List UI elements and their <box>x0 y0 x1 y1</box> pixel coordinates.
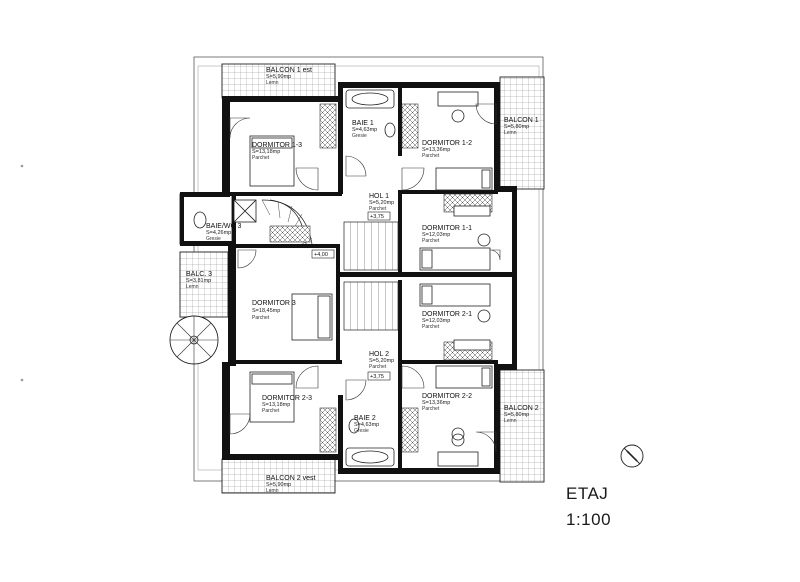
svg-text:Lemn: Lemn <box>266 80 279 86</box>
svg-text:Gresie: Gresie <box>206 236 221 242</box>
room-label-balcon-1-est: BALCON 1 est S=5,90mp Lemn <box>266 67 312 86</box>
svg-text:DORMITOR 1-3: DORMITOR 1-3 <box>252 142 302 149</box>
room-label-dormitor-2-2: DORMITOR 2-2 S=13,36mp Parchet <box>422 393 472 412</box>
svg-text:DORMITOR 1-2: DORMITOR 1-2 <box>422 140 472 147</box>
room-label-dormitor-2-3: DORMITOR 2-3 S=13,18mp Parchet <box>262 395 312 414</box>
svg-text:S=3,81mp: S=3,81mp <box>186 278 211 284</box>
svg-text:S=5,20mp: S=5,20mp <box>369 200 394 206</box>
svg-text:S=5,90mp: S=5,90mp <box>266 482 291 488</box>
bathroom-fixtures <box>193 89 396 467</box>
room-label-hol-1: HOL 1 S=5,20mp Parchet <box>369 193 394 212</box>
svg-text:S=12,03mp: S=12,03mp <box>422 232 450 238</box>
room-label-dormitor-3: DORMITOR 3 S=18,45mp Parchet <box>252 300 296 321</box>
svg-text:S=4,26mp: S=4,26mp <box>206 230 231 236</box>
room-label-dormitor-1-2: DORMITOR 1-2 S=13,36mp Parchet <box>422 140 472 159</box>
doors <box>229 103 501 453</box>
svg-text:Parchet: Parchet <box>422 238 440 244</box>
svg-text:BALCON 1 est: BALCON 1 est <box>266 67 312 74</box>
svg-text:BALCON 2 vest: BALCON 2 vest <box>266 475 315 482</box>
svg-text:BAIE 2: BAIE 2 <box>354 415 376 422</box>
svg-text:Lemn: Lemn <box>504 130 517 136</box>
room-label-balc-3: BALC. 3 S=3,81mp Lemn <box>186 271 212 290</box>
svg-text:S=13,18mp: S=13,18mp <box>262 402 290 408</box>
interior-stairs <box>261 199 399 331</box>
wardrobes <box>269 103 493 453</box>
svg-text:Gresie: Gresie <box>352 133 367 139</box>
level-hol-1: +3,75 <box>370 214 384 220</box>
room-labels: BALCON 1 est S=5,90mp Lemn DORMITOR 1-3 … <box>186 67 539 494</box>
furniture <box>249 91 493 467</box>
svg-text:HOL 2: HOL 2 <box>369 351 389 358</box>
svg-text:DORMITOR 2-1: DORMITOR 2-1 <box>422 311 472 318</box>
svg-text:Parchet: Parchet <box>369 206 387 212</box>
svg-text:S=5,80mp: S=5,80mp <box>504 124 529 130</box>
level-markers: +3,75 +4,00 +3,75 <box>311 211 391 381</box>
svg-text:Lemn: Lemn <box>504 418 517 424</box>
svg-text:Parchet: Parchet <box>422 406 440 412</box>
spiral-staircase <box>169 315 219 365</box>
room-label-balcon-1: BALCON 1 S=5,80mp Lemn <box>504 117 539 136</box>
svg-text:S=13,18mp: S=13,18mp <box>252 149 280 155</box>
svg-text:BAIE/WC 3: BAIE/WC 3 <box>206 223 242 230</box>
svg-text:S=5,80mp: S=5,80mp <box>504 412 529 418</box>
svg-text:DORMITOR 2-2: DORMITOR 2-2 <box>422 393 472 400</box>
room-label-balcon-2: BALCON 2 S=5,80mp Lemn <box>504 405 539 424</box>
svg-text:S=4,63mp: S=4,63mp <box>352 127 377 133</box>
room-label-balcon-2-vest: BALCON 2 vest S=5,90mp Lemn <box>266 475 315 494</box>
svg-text:BALCON 1: BALCON 1 <box>504 117 539 124</box>
svg-text:Parchet: Parchet <box>252 315 270 321</box>
margin-marks <box>20 164 24 382</box>
svg-text:S=18,45mp: S=18,45mp <box>252 308 280 314</box>
svg-text:Gresie: Gresie <box>354 428 369 434</box>
room-label-baie-2: BAIE 2 S=4,63mp Gresie <box>354 415 379 434</box>
svg-text:HOL 1: HOL 1 <box>369 193 389 200</box>
svg-text:Lemn: Lemn <box>266 488 279 494</box>
svg-text:S=5,90mp: S=5,90mp <box>266 74 291 80</box>
room-label-hol-2: HOL 2 S=5,20mp Parchet <box>369 351 394 370</box>
svg-text:Parchet: Parchet <box>262 408 280 414</box>
balconies <box>179 63 545 494</box>
room-label-dormitor-2-1: DORMITOR 2-1 S=12,03mp Parchet <box>422 311 472 330</box>
svg-text:S=13,36mp: S=13,36mp <box>422 400 450 406</box>
svg-text:S=12,03mp: S=12,03mp <box>422 318 450 324</box>
svg-text:Parchet: Parchet <box>252 155 270 161</box>
plan-scale: 1:100 <box>566 510 611 529</box>
svg-text:BALC. 3: BALC. 3 <box>186 271 212 278</box>
svg-text:S=5,20mp: S=5,20mp <box>369 358 394 364</box>
room-label-dormitor-1-1: DORMITOR 1-1 S=12,03mp Parchet <box>422 225 472 244</box>
svg-text:BAIE 1: BAIE 1 <box>352 120 374 127</box>
svg-text:S=13,36mp: S=13,36mp <box>422 147 450 153</box>
svg-text:Parchet: Parchet <box>422 324 440 330</box>
room-label-baie-wc-3: BAIE/WC 3 S=4,26mp Gresie <box>206 223 242 242</box>
level-hol-2: +3,75 <box>370 374 384 380</box>
svg-text:S=4,63mp: S=4,63mp <box>354 422 379 428</box>
svg-text:Parchet: Parchet <box>422 153 440 159</box>
svg-text:DORMITOR 2-3: DORMITOR 2-3 <box>262 395 312 402</box>
svg-text:BALCON 2: BALCON 2 <box>504 405 539 412</box>
svg-text:Parchet: Parchet <box>369 364 387 370</box>
svg-text:DORMITOR 3: DORMITOR 3 <box>252 300 296 307</box>
svg-text:DORMITOR 1-1: DORMITOR 1-1 <box>422 225 472 232</box>
svg-text:Lemn: Lemn <box>186 284 199 290</box>
room-label-baie-1: BAIE 1 S=4,63mp Gresie <box>352 120 377 139</box>
plan-title: ETAJ <box>566 484 608 503</box>
north-arrow-icon <box>620 444 644 468</box>
level-dormitor-3: +4,00 <box>314 252 328 258</box>
room-label-dormitor-1-3: DORMITOR 1-3 S=13,18mp Parchet <box>252 142 302 161</box>
exterior-walls <box>180 82 517 474</box>
